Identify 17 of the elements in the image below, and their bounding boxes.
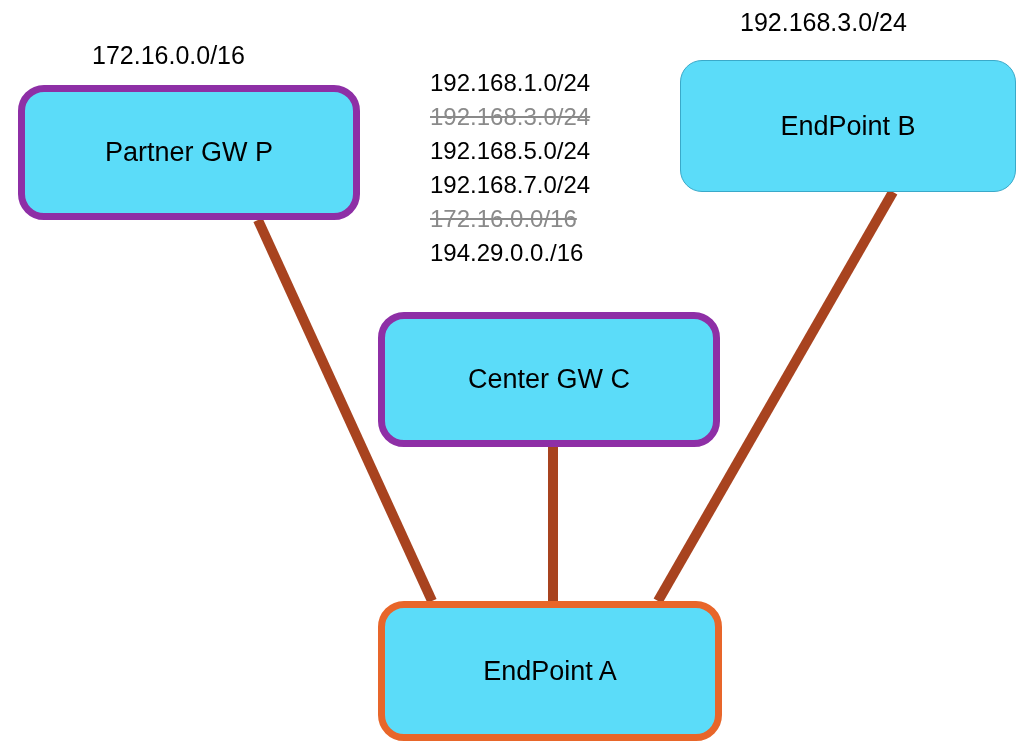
network-box [378,601,722,741]
network-box [378,312,720,447]
node-label: Partner GW P [104,136,273,170]
node-label: EndPoint A [483,654,617,688]
route-label: 192.168.7.0/24 [430,170,591,200]
subnet-label: 192.168.3.0/24 [740,7,907,38]
route-label: 194.29.0.0./16 [430,238,585,268]
network-box [680,60,1016,192]
connector-line [548,447,558,601]
route-label: 192.168.1.0/24 [430,68,591,98]
node-label: EndPoint B [780,109,916,143]
struck-route: 172.16.0.0/16 [430,204,578,234]
network-box [18,85,360,220]
subnet-label: 172.16.0.0/16 [92,40,245,71]
struck-route: 192.168.3.0/24 [430,102,591,132]
node-label: Center GW C [468,363,630,397]
route-label: 192.168.5.0/24 [430,136,591,166]
